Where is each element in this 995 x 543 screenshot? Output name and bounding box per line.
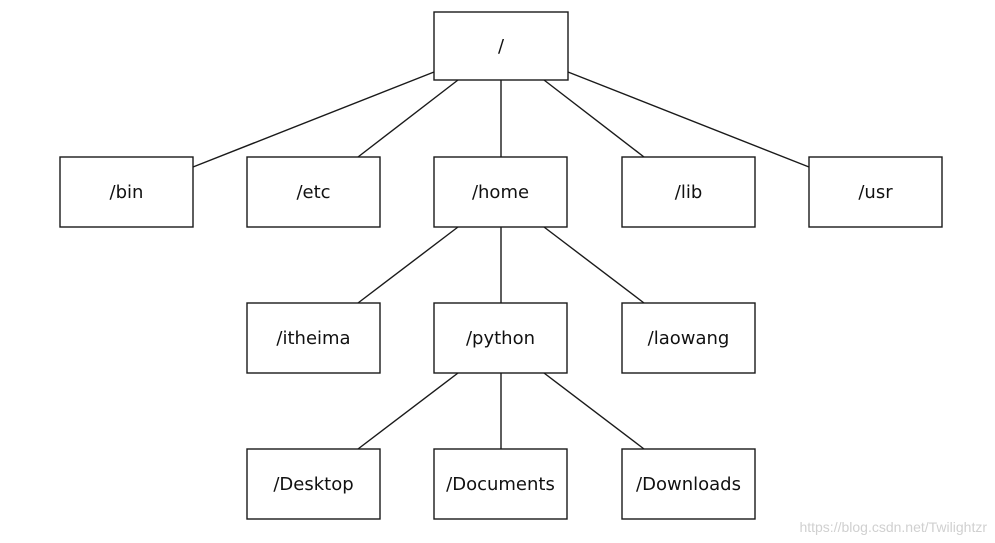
node-python: /python — [433, 302, 568, 374]
node-box-home — [433, 156, 568, 228]
node-label-lib: /lib — [675, 182, 703, 203]
watermark-text: https://blog.csdn.net/Twilightzr — [799, 519, 987, 535]
node-box-python — [433, 302, 568, 374]
node-box-documents — [433, 448, 568, 520]
node-label-home: /home — [472, 182, 529, 203]
node-documents: /Documents — [433, 448, 568, 520]
node-box-downloads — [621, 448, 756, 520]
node-lib: /lib — [621, 156, 756, 228]
node-label-usr: /usr — [858, 182, 893, 203]
node-box-lib — [621, 156, 756, 228]
node-home: /home — [433, 156, 568, 228]
node-label-bin: /bin — [110, 182, 144, 203]
node-label-itheima: /itheima — [276, 328, 350, 349]
edge-root-lib — [543, 79, 645, 158]
node-box-desktop — [246, 448, 381, 520]
edges-layer — [192, 71, 810, 450]
node-etc: /etc — [246, 156, 381, 228]
node-laowang: /laowang — [621, 302, 756, 374]
node-desktop: /Desktop — [246, 448, 381, 520]
edge-home-laowang — [543, 226, 645, 304]
node-label-etc: /etc — [296, 182, 330, 203]
node-label-python: /python — [466, 328, 535, 349]
edge-python-desktop — [357, 372, 459, 450]
node-box-usr — [808, 156, 943, 228]
node-usr: /usr — [808, 156, 943, 228]
node-downloads: /Downloads — [621, 448, 756, 520]
node-box-itheima — [246, 302, 381, 374]
node-box-bin — [59, 156, 194, 228]
node-root: / — [433, 11, 569, 81]
node-box-laowang — [621, 302, 756, 374]
node-label-root: / — [498, 36, 505, 57]
node-label-documents: /Documents — [446, 474, 555, 495]
edge-root-bin — [192, 71, 435, 168]
node-label-downloads: /Downloads — [636, 474, 741, 495]
edge-python-downloads — [543, 372, 645, 450]
node-bin: /bin — [59, 156, 194, 228]
edge-root-etc — [357, 79, 459, 158]
node-box-etc — [246, 156, 381, 228]
node-label-laowang: /laowang — [648, 328, 730, 349]
node-box-root — [433, 11, 569, 81]
node-label-desktop: /Desktop — [273, 474, 353, 495]
edge-home-itheima — [357, 226, 459, 304]
edge-root-usr — [567, 71, 810, 168]
node-itheima: /itheima — [246, 302, 381, 374]
nodes-layer: / /bin/etc/home/lib/usr/itheima/python/la… — [59, 11, 943, 520]
